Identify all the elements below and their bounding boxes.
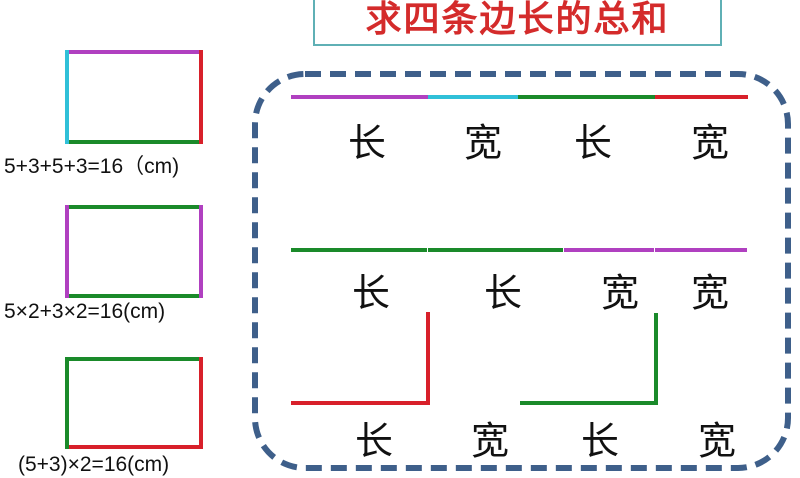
label-length: 长	[347, 121, 387, 165]
label-length: 长	[354, 419, 394, 463]
label-width: 宽	[470, 419, 510, 463]
label-length: 长	[483, 271, 523, 315]
label-width: 宽	[690, 271, 730, 315]
page-title: 求四条边长的总和	[313, 0, 722, 46]
formula-1: 5+3+5+3=16（cm)	[4, 155, 180, 178]
label-width: 宽	[697, 419, 737, 463]
label-width: 宽	[463, 121, 503, 165]
label-width: 宽	[690, 121, 730, 165]
label-length: 长	[580, 419, 620, 463]
formula-3: (5+3)×2=16(cm)	[18, 453, 170, 476]
label-length: 长	[351, 271, 391, 315]
label-length: 长	[573, 121, 613, 165]
formula-2: 5×2+3×2=16(cm)	[4, 300, 166, 323]
label-width: 宽	[600, 271, 640, 315]
